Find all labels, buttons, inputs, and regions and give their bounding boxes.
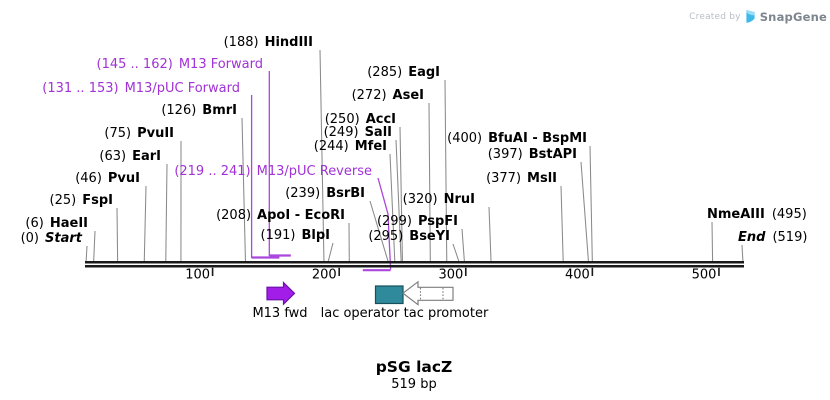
site-line-bsrbi — [369, 200, 390, 264]
site-line-bmri — [241, 117, 247, 264]
site-line-sali — [395, 139, 402, 264]
site-label-nmeaiii[interactable]: NmeAIII(495) — [707, 207, 807, 222]
site-label-blpi[interactable]: (191)BlpI — [261, 228, 330, 243]
site-line-end — [741, 244, 744, 264]
site-line-pvui — [143, 185, 147, 264]
site-label-sali[interactable]: (249)SalI — [324, 125, 392, 140]
site-label-fspi[interactable]: (25)FspI — [50, 193, 113, 208]
site-label-pvui[interactable]: (46)PvuI — [75, 171, 140, 186]
site-label-end[interactable]: End(519) — [738, 230, 807, 245]
ruler-tick-label-500: 500 — [692, 268, 717, 283]
ruler-layer — [85, 261, 744, 276]
map-title-block: pSG lacZ 519 bp — [0, 358, 828, 392]
site-line-bseyi — [452, 243, 460, 264]
primer-label-m13-forward[interactable]: (145 .. 162)M13 Forward — [97, 57, 263, 72]
site-line-eari — [165, 163, 168, 264]
site-label-nrui[interactable]: (320)NruI — [403, 192, 475, 207]
feature-arrow-tac-promoter[interactable] — [402, 280, 454, 306]
site-line-bstapi — [580, 161, 590, 264]
primer-line-m13-puc-reverse — [377, 177, 392, 270]
site-label-bseyi[interactable]: (295)BseYI — [368, 229, 450, 244]
site-line-start — [85, 245, 88, 264]
credit-created-by-text: Created by — [689, 11, 741, 22]
site-label-hindiii[interactable]: (188)HindIII — [224, 35, 313, 50]
site-label-pspfi[interactable]: (299)PspFI — [377, 214, 458, 229]
ruler-tick-label-400: 400 — [565, 268, 590, 283]
plasmid-length: 519 bp — [391, 377, 437, 392]
site-label-bsrbi[interactable]: (239)BsrBI — [285, 186, 365, 201]
ruler-tick-label-300: 300 — [438, 268, 463, 283]
site-line-bfuai-bspmi — [589, 145, 593, 264]
ruler-tick-label-100: 100 — [185, 268, 210, 283]
site-line-nmeaiii — [711, 221, 714, 264]
site-label-start[interactable]: (0)Start — [21, 231, 83, 246]
feature-arrow-m13-fwd[interactable] — [266, 281, 296, 306]
ruler-bottom-strand — [85, 265, 744, 268]
snapgene-credit: Created by SnapGene — [689, 9, 827, 24]
features-layer — [266, 280, 454, 306]
site-line-pspfi — [461, 228, 466, 264]
site-label-bstapi[interactable]: (397)BstAPI — [488, 147, 577, 162]
site-line-fspi — [116, 207, 119, 264]
labels-layer: (0)Start(6)HaeII (25)FspI (46)PvuI (63)EarI… — [21, 35, 808, 321]
site-line-hindiii — [319, 49, 325, 264]
plasmid-title: pSG lacZ — [375, 358, 453, 376]
snapgene-logo-icon — [745, 9, 756, 24]
site-line-asei — [428, 102, 431, 264]
primer-label-m13-puc-reverse[interactable]: (219 .. 241)M13/pUC Reverse — [174, 164, 372, 179]
primer-label-m13-puc-forward[interactable]: (131 .. 153)M13/pUC Forward — [42, 81, 240, 96]
ruler-tick-label-200: 200 — [312, 268, 337, 283]
site-label-apoi-ecori[interactable]: (208)ApoI - EcoRI — [216, 208, 345, 223]
site-line-mfei — [389, 153, 396, 264]
site-line-haeii — [93, 230, 96, 264]
connector-lines-layer — [85, 49, 744, 272]
feature-label-m13-fwd[interactable]: M13 fwd — [252, 306, 307, 321]
site-label-eagi[interactable]: (285)EagI — [367, 65, 440, 80]
site-label-bfuai-bspmi[interactable]: (400)BfuAI - BspMI — [447, 131, 587, 146]
feature-label-tac-promoter[interactable]: tac promoter — [404, 306, 489, 321]
site-line-acci — [399, 126, 403, 264]
site-label-msli[interactable]: (377)MslI — [486, 171, 557, 186]
site-label-asei[interactable]: (272)AseI — [352, 88, 424, 103]
ruler-top-strand — [85, 261, 744, 264]
site-label-bmri[interactable]: (126)BmrI — [161, 103, 237, 118]
site-line-nrui — [488, 206, 492, 264]
site-line-blpi — [327, 242, 334, 264]
site-label-eari[interactable]: (63)EarI — [99, 149, 161, 164]
site-label-mfei[interactable]: (244)MfeI — [314, 139, 387, 154]
site-line-msli — [560, 185, 564, 264]
site-label-haeii[interactable]: (6)HaeII — [25, 216, 88, 231]
feature-label-lac-operator[interactable]: lac operator — [321, 306, 400, 321]
site-label-acci[interactable]: (250)AccI — [325, 112, 396, 127]
site-line-eagi — [444, 79, 448, 264]
site-label-pvuii[interactable]: (75)PvuII — [104, 126, 174, 141]
feature-box-lac-operator[interactable] — [374, 285, 404, 305]
credit-brand-text: SnapGene — [759, 9, 827, 24]
